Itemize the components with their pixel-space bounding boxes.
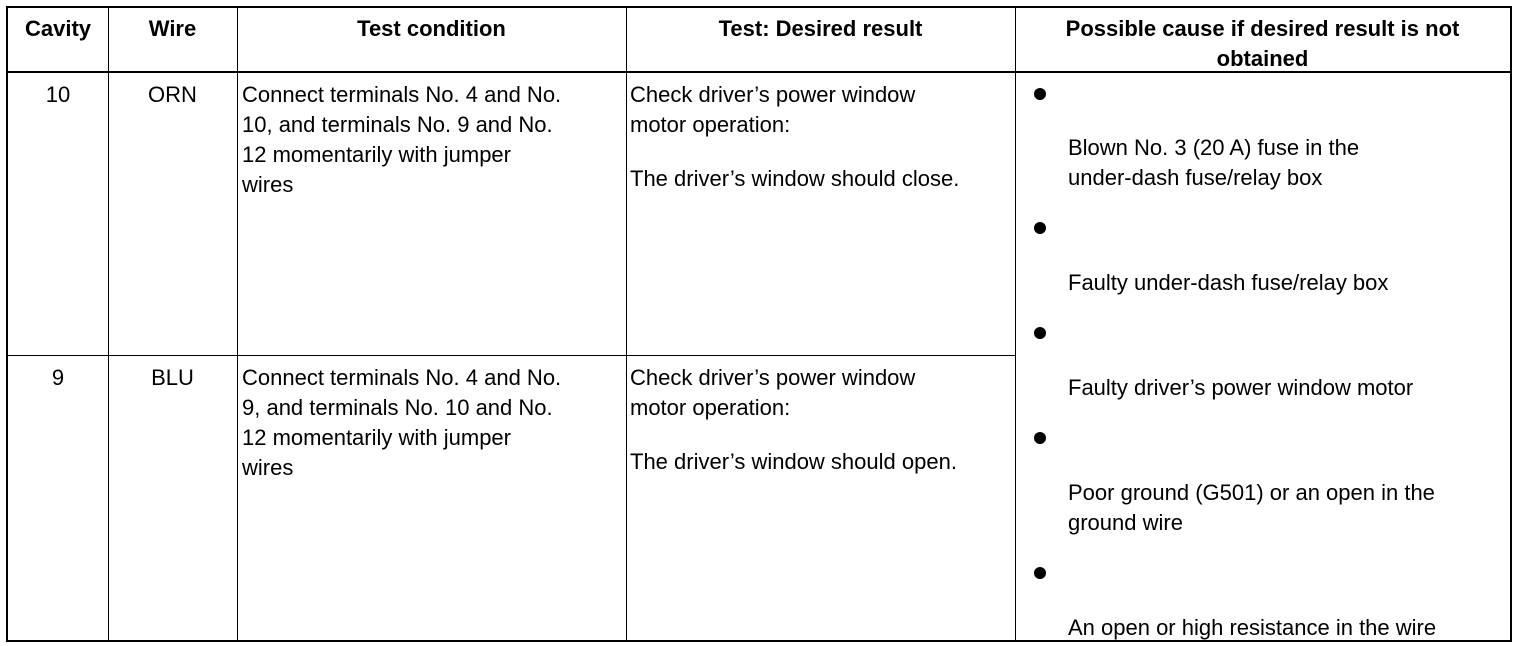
column-divider [108, 8, 109, 640]
cause-line: ground wire [1068, 510, 1183, 535]
header-wire: Wire [148, 16, 197, 41]
result-line: Check driver’s power window [630, 365, 916, 390]
filled-circle-bullet-icon [1034, 88, 1046, 100]
cause-item: Faulty under-dash fuse/relay box [1068, 268, 1388, 298]
header-divider [8, 71, 1510, 73]
row2-cavity: 9 [51, 365, 65, 390]
cause-item: Faulty driver’s power window motor [1068, 373, 1413, 403]
filled-circle-bullet-icon [1034, 432, 1046, 444]
result-line: The driver’s window should close. [630, 166, 960, 191]
condition-line: wires [242, 172, 294, 197]
column-divider [626, 8, 627, 640]
header-possible-cause-line: Possible cause if desired result is not [1065, 16, 1460, 41]
condition-line: 9, and terminals No. 10 and No. [242, 395, 553, 420]
cause-line: Faulty under-dash fuse/relay box [1068, 270, 1389, 295]
condition-line: Connect terminals No. 4 and No. [242, 82, 562, 107]
row2-desired-result: Check driver’s power window motor operat… [630, 363, 957, 477]
result-line: Check driver’s power window [630, 82, 916, 107]
header-desired-result: Test: Desired result [718, 16, 923, 41]
result-line: The driver’s window should open. [630, 449, 957, 474]
filled-circle-bullet-icon [1034, 327, 1046, 339]
condition-line: 12 momentarily with jumper [242, 425, 511, 450]
filled-circle-bullet-icon [1034, 567, 1046, 579]
cause-line: An open or high resistance in the wire [1068, 615, 1437, 640]
cause-item: An open or high resistance in the wire [1068, 613, 1437, 640]
cause-item: Poor ground (G501) or an open in the gro… [1068, 478, 1435, 538]
row1-cavity: 10 [45, 82, 71, 107]
cause-line: under-dash fuse/relay box [1068, 165, 1323, 190]
condition-line: wires [242, 455, 294, 480]
column-divider [237, 8, 238, 640]
filled-circle-bullet-icon [1034, 222, 1046, 234]
row1-desired-result: Check driver’s power window motor operat… [630, 80, 959, 194]
row2-wire: BLU [151, 365, 194, 390]
cause-line: Faulty driver’s power window motor [1068, 375, 1414, 400]
column-divider [1015, 8, 1016, 640]
row2-test-condition: Connect terminals No. 4 and No. 9, and t… [242, 363, 561, 483]
header-cavity: Cavity [24, 16, 92, 41]
result-line: motor operation: [630, 112, 791, 137]
diagnostic-table: Cavity Wire Test condition Test: Desired… [6, 6, 1512, 642]
header-possible-cause: Possible cause if desired result is not … [1015, 14, 1510, 74]
result-line: motor operation: [630, 395, 791, 420]
condition-line: Connect terminals No. 4 and No. [242, 365, 562, 390]
cause-line: Poor ground (G501) or an open in the [1068, 480, 1435, 505]
cause-item: Blown No. 3 (20 A) fuse in the under-das… [1068, 133, 1359, 193]
header-test-condition: Test condition [357, 16, 506, 41]
row-divider [8, 355, 1015, 356]
condition-line: 12 momentarily with jumper [242, 142, 511, 167]
row1-wire: ORN [148, 82, 197, 107]
row1-test-condition: Connect terminals No. 4 and No. 10, and … [242, 80, 561, 200]
cause-line: Blown No. 3 (20 A) fuse in the [1068, 135, 1360, 160]
condition-line: 10, and terminals No. 9 and No. [242, 112, 553, 137]
header-possible-cause-line: obtained [1216, 46, 1309, 71]
